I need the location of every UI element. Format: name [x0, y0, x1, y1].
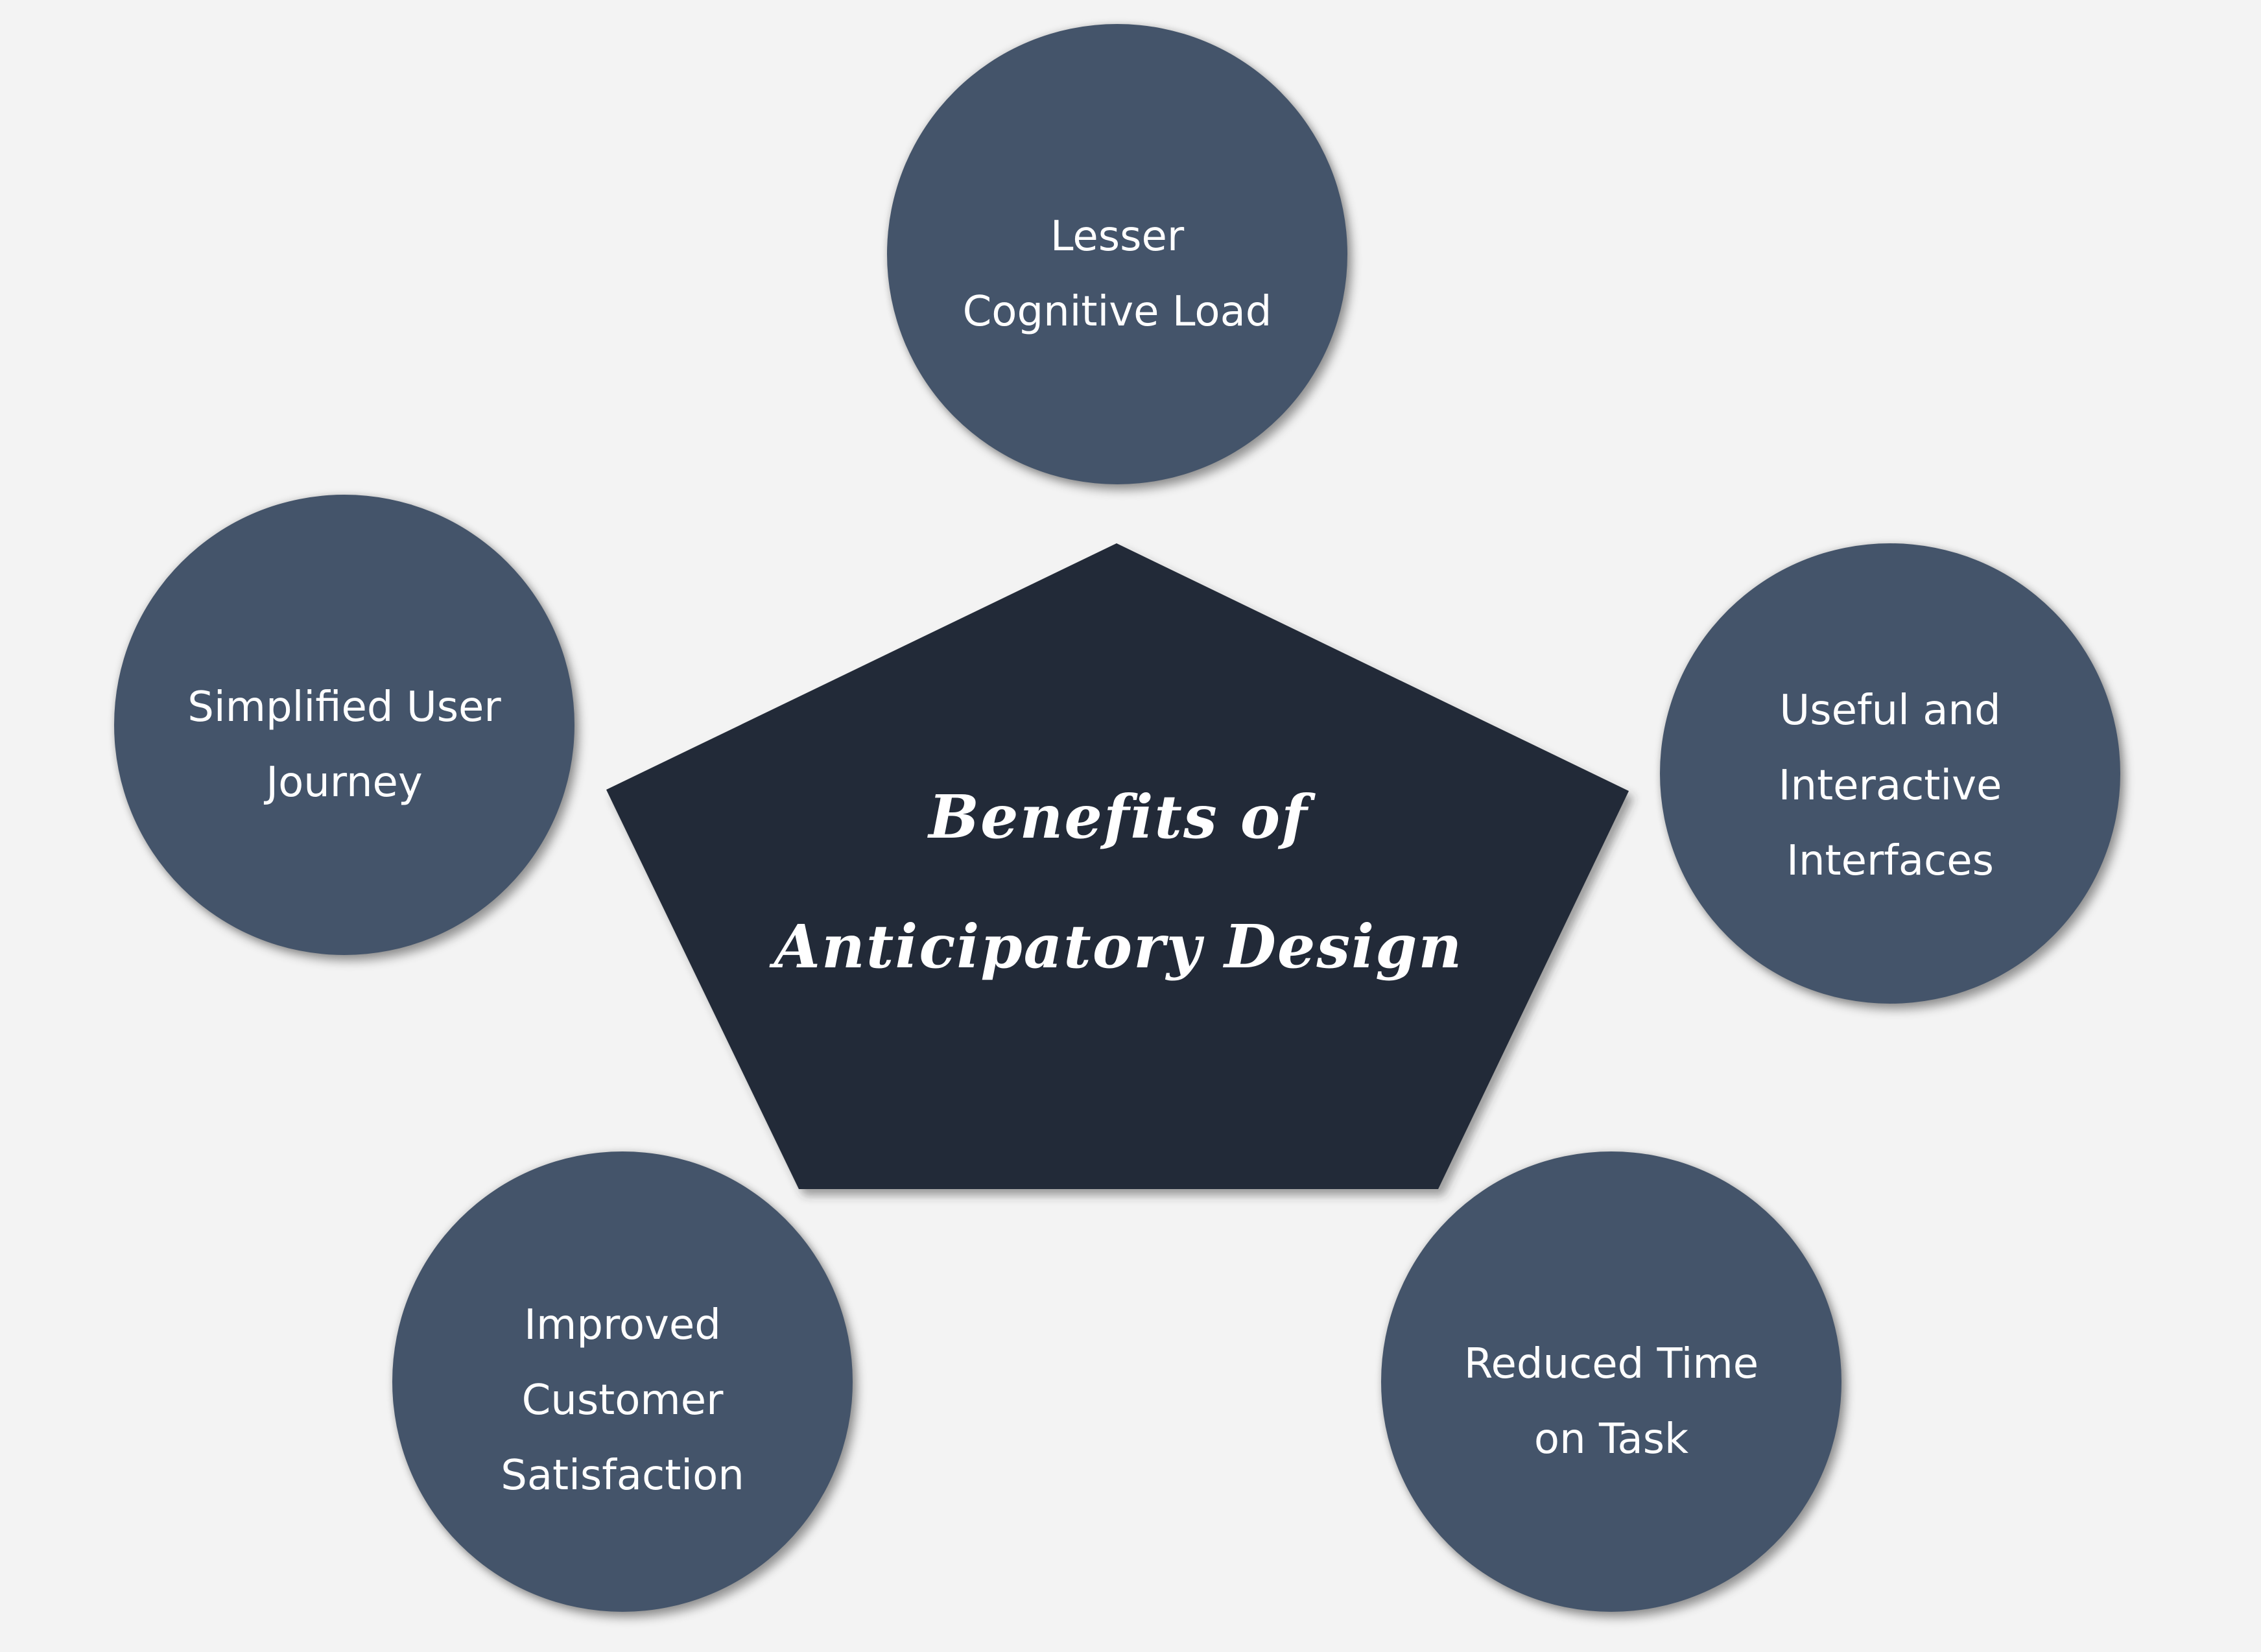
benefit-circle-interactive-interfaces: Useful and Interactive Interfaces	[1660, 543, 2120, 1004]
benefit-label-line: Cognitive Load	[962, 288, 1272, 336]
benefit-label-line: Interfaces	[1786, 837, 1994, 885]
center-title-line-2: Anticipatory Design	[774, 912, 1463, 982]
benefit-circle-user-journey: Simplified User Journey	[114, 495, 574, 955]
benefit-circle-cognitive-load: Lesser Cognitive Load	[887, 24, 1347, 484]
benefit-label-line: Simplified User	[187, 683, 501, 731]
pentagon-shape	[606, 543, 1629, 1189]
benefit-label-line: Reduced Time	[1463, 1340, 1759, 1388]
center-title-line-1: Benefits of	[929, 782, 1308, 852]
benefit-label-line: Customer	[521, 1376, 724, 1424]
benefit-label-line: Lesser	[1050, 213, 1185, 261]
center-title: Benefits of Anticipatory Design	[713, 746, 1524, 1018]
benefit-label-line: Interactive	[1778, 762, 2002, 810]
benefit-label-line: Useful and	[1779, 687, 2001, 735]
benefit-label-line: Improved	[524, 1301, 721, 1349]
benefit-label-line: Satisfaction	[501, 1452, 744, 1500]
benefit-label-line: Journey	[266, 759, 423, 807]
benefit-circle-time-on-task: Reduced Time on Task	[1381, 1151, 1841, 1612]
benefit-circle-customer-satisfaction: Improved Customer Satisfaction	[392, 1151, 853, 1612]
benefit-label-line: on Task	[1533, 1415, 1689, 1463]
